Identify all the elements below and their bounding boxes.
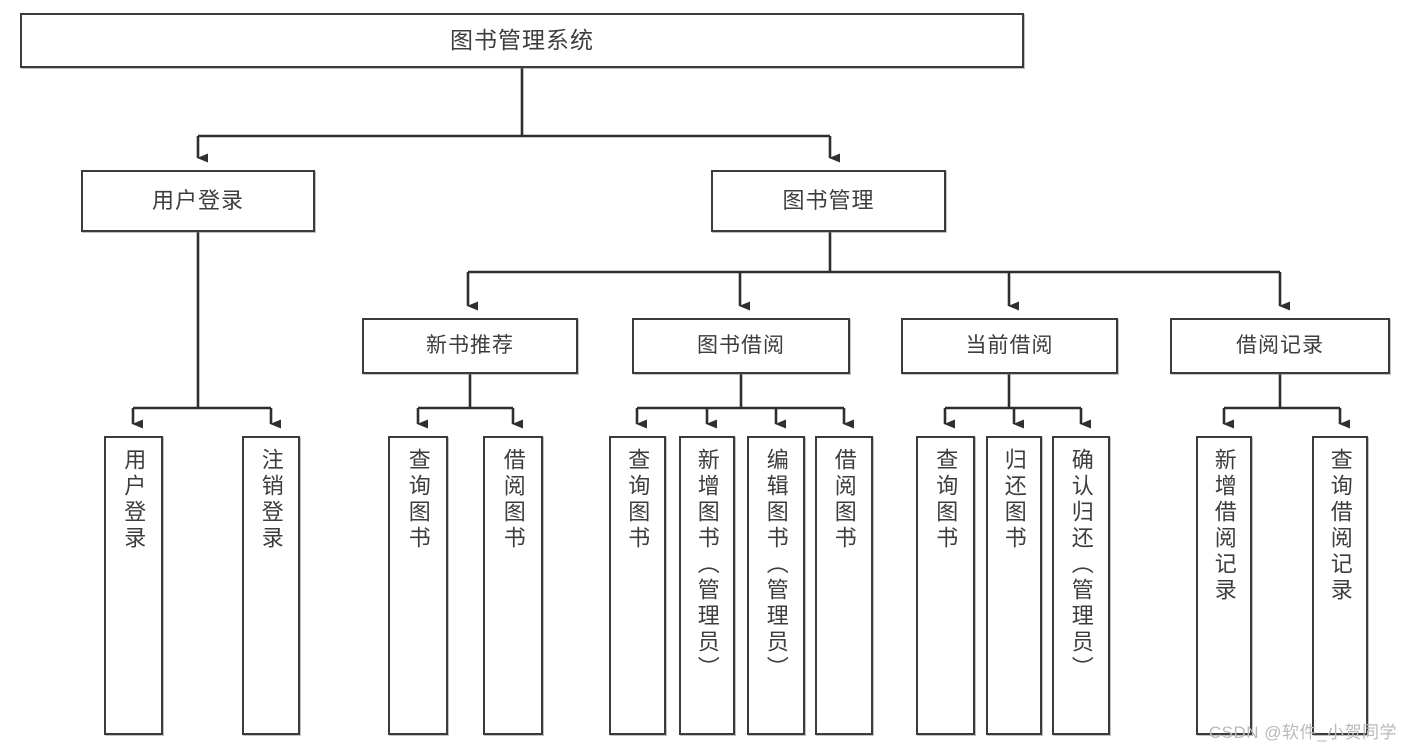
leaf-query-book-current[interactable]: 查询图书 (916, 436, 975, 735)
node-label: 查询图书 (625, 448, 651, 552)
leaf-borrow-book[interactable]: 借阅图书 (815, 436, 873, 735)
node-user-login[interactable]: 用户登录 (81, 170, 315, 232)
node-label: 新增图书（管理员） (694, 448, 720, 682)
node-label: 借阅图书 (831, 448, 857, 552)
watermark: CSDN @软件_小贺同学 (1208, 723, 1397, 742)
leaf-add-book-admin[interactable]: 新增图书（管理员） (679, 436, 735, 735)
node-label: 编辑图书（管理员） (763, 448, 789, 682)
node-label: 用户登录 (151, 188, 244, 214)
leaf-return-book[interactable]: 归还图书 (986, 436, 1042, 735)
node-label: 图书管理 (782, 188, 875, 214)
node-label: 图书借阅 (697, 333, 785, 357)
node-borrow-records[interactable]: 借阅记录 (1170, 318, 1390, 374)
node-label: 用户登录 (121, 448, 147, 552)
node-current-borrowing[interactable]: 当前借阅 (901, 318, 1118, 374)
leaf-borrow-book-recommend[interactable]: 借阅图书 (483, 436, 543, 735)
node-root-system[interactable]: 图书管理系统 (20, 13, 1024, 68)
node-label: 查询图书 (405, 448, 431, 552)
node-label: 查询借阅记录 (1327, 448, 1353, 604)
leaf-user-login[interactable]: 用户登录 (104, 436, 163, 735)
node-label: 注销登录 (258, 448, 284, 552)
node-label: 图书管理系统 (450, 27, 594, 54)
leaf-query-book-recommend[interactable]: 查询图书 (388, 436, 448, 735)
node-label: 确认归还（管理员） (1068, 448, 1094, 682)
node-book-management[interactable]: 图书管理 (711, 170, 946, 232)
leaf-query-borrow-record[interactable]: 查询借阅记录 (1312, 436, 1368, 735)
node-book-borrowing[interactable]: 图书借阅 (632, 318, 850, 374)
node-label: 查询图书 (933, 448, 959, 552)
leaf-logout[interactable]: 注销登录 (242, 436, 300, 735)
node-new-book-recommendation[interactable]: 新书推荐 (362, 318, 578, 374)
node-label: 借阅图书 (500, 448, 526, 552)
node-label: 归还图书 (1001, 448, 1027, 552)
leaf-edit-book-admin[interactable]: 编辑图书（管理员） (747, 436, 805, 735)
node-label: 新增借阅记录 (1211, 448, 1237, 604)
node-label: 当前借阅 (965, 333, 1054, 357)
leaf-add-borrow-record[interactable]: 新增借阅记录 (1196, 436, 1252, 735)
leaf-confirm-return-admin[interactable]: 确认归还（管理员） (1052, 436, 1110, 735)
node-label: 借阅记录 (1236, 333, 1324, 357)
leaf-query-book-borrowing[interactable]: 查询图书 (609, 436, 666, 735)
node-label: 新书推荐 (426, 333, 514, 357)
